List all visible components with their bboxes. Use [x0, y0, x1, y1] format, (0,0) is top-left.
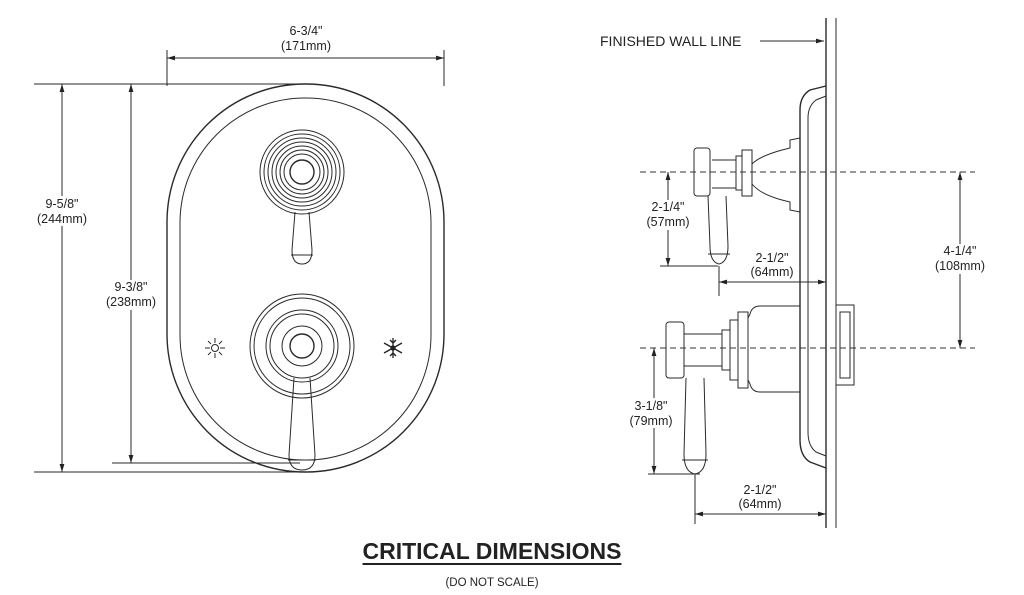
lower-handle-profile — [665, 305, 800, 475]
center-spacing-mm-label: (108mm) — [935, 259, 985, 273]
upper-projection-mm-label: (64mm) — [750, 265, 793, 279]
lower-projection-mm-label: (64mm) — [738, 497, 781, 511]
width-in-label: 6-3/4" — [290, 24, 323, 38]
drawing-subtitle: (DO NOT SCALE) — [445, 577, 539, 589]
outer-height-mm-label: (244mm) — [37, 212, 87, 226]
front-view: 6-3/4" (171mm) 9-5/8" (244mm) 9-3/8" (23… — [22, 24, 445, 473]
lower-projection-in-label: 2-1/2" — [744, 483, 777, 497]
center-spacing-in-label: 4-1/4" — [944, 244, 977, 258]
lower-handle-height-in-label: 3-1/8" — [635, 399, 668, 413]
drawing-title: CRITICAL DIMENSIONS — [362, 538, 622, 564]
wall-line-label: FINISHED WALL LINE — [600, 33, 741, 49]
escutcheon-plate — [166, 83, 445, 473]
outer-height-in-label: 9-5/8" — [46, 197, 79, 211]
side-view: FINISHED WALL LINE — [600, 18, 994, 528]
upper-handle-height-mm-label: (57mm) — [646, 215, 689, 229]
upper-handle-profile — [693, 137, 801, 265]
inner-height-in-label: 9-3/8" — [115, 280, 148, 294]
plate-profile — [799, 85, 827, 469]
upper-diverter-handle — [259, 129, 345, 265]
lower-handle-height-mm-label: (79mm) — [629, 414, 672, 428]
width-mm-label: (171mm) — [281, 39, 331, 53]
snowflake-icon — [383, 338, 403, 358]
lower-temperature-handle — [249, 293, 355, 471]
sun-icon — [205, 338, 225, 358]
inner-height-mm-label: (238mm) — [106, 295, 156, 309]
upper-projection-in-label: 2-1/2" — [756, 251, 789, 265]
upper-handle-height-in-label: 2-1/4" — [652, 200, 685, 214]
valve-body — [835, 304, 855, 386]
